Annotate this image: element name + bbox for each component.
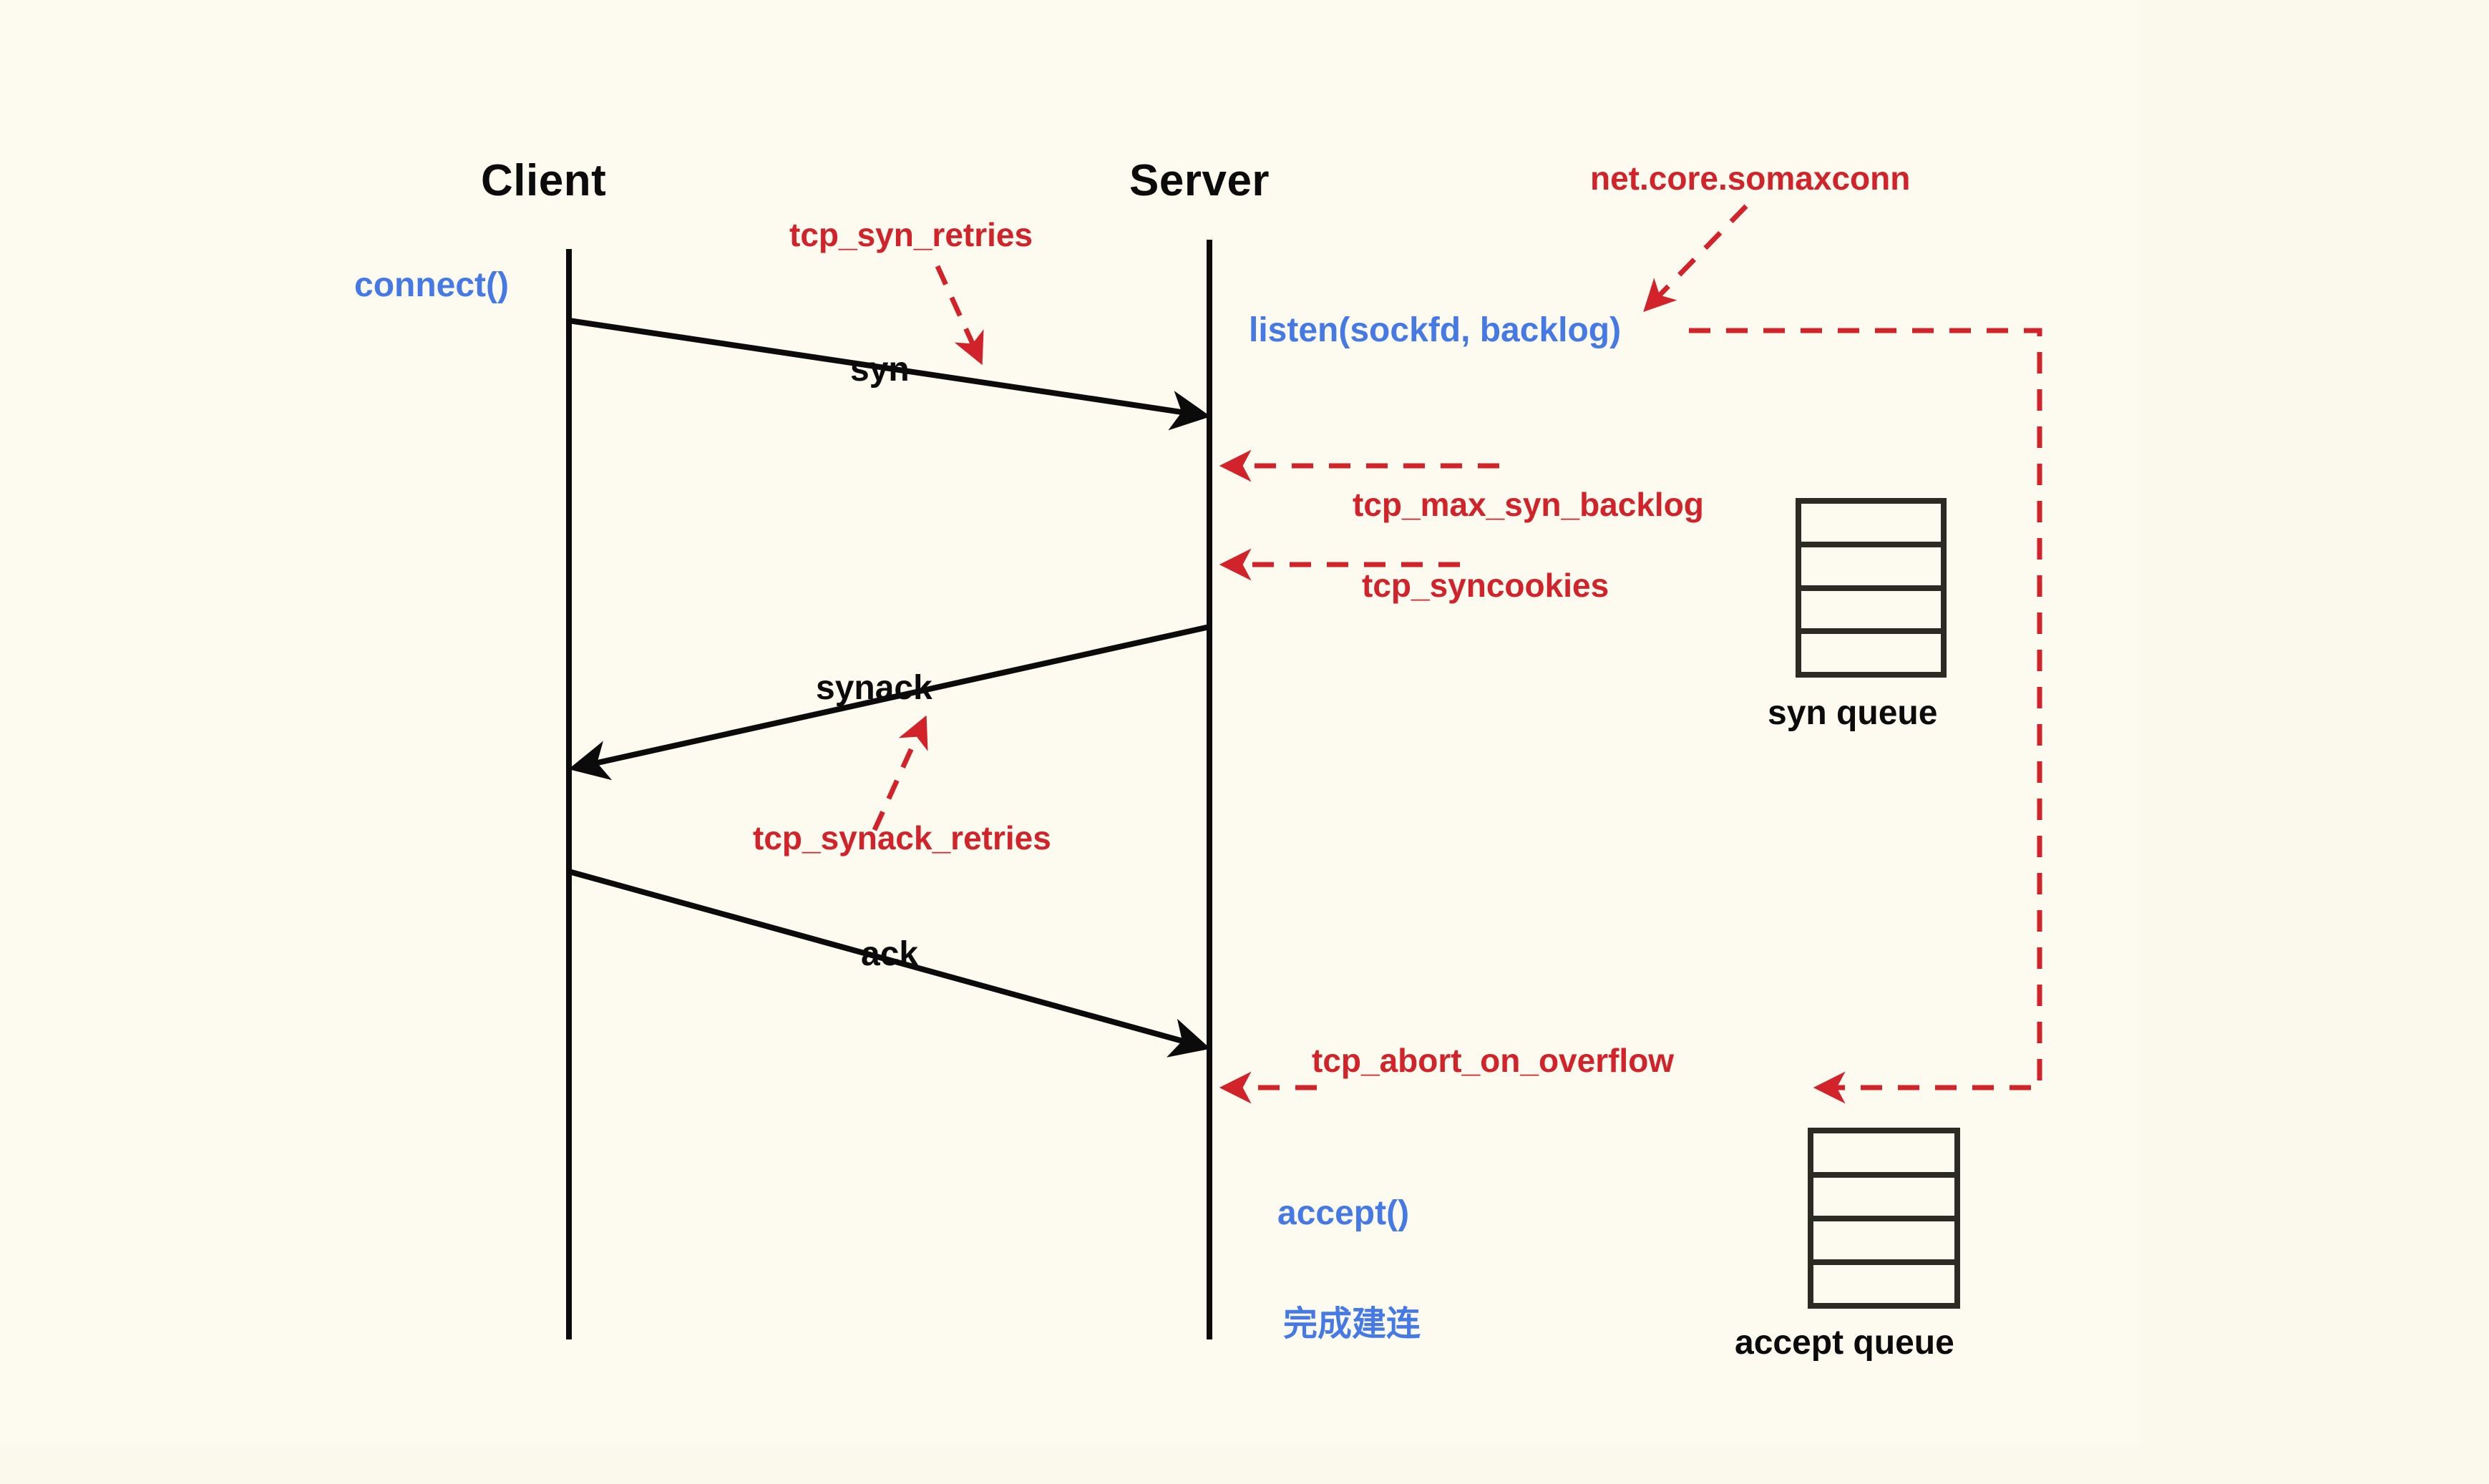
- sysctl-label-tcp-synack-retries: tcp_synack_retries: [753, 819, 1051, 856]
- api-label-accept: accept(): [1277, 1194, 1410, 1232]
- message-label-synack: synack: [816, 669, 932, 707]
- sysctl-label-tcp-abort-on-overflow: tcp_abort_on_overflow: [1312, 1042, 1675, 1079]
- syn-queue-box: [1796, 498, 1947, 678]
- somaxconn-pointer: [1643, 204, 1748, 313]
- accept-queue-box: [1808, 1128, 1960, 1309]
- tcp-synack-retries-pointer: [872, 715, 928, 831]
- syn-arrow: [568, 318, 1211, 431]
- api-label-listen: listen(sockfd, backlog): [1249, 311, 1622, 349]
- sysctl-label-tcp-syn-retries: tcp_syn_retries: [789, 216, 1033, 253]
- queue-label-syn-queue: syn queue: [1768, 694, 1938, 732]
- message-label-ack: ack: [861, 935, 919, 973]
- synack-arrow: [568, 624, 1210, 781]
- tcp-syn-retries-pointer: [935, 265, 984, 366]
- queue-label-accept-queue: accept queue: [1735, 1324, 1954, 1362]
- sysctl-label-tcp-syncookies: tcp_syncookies: [1362, 567, 1609, 604]
- api-label-connection-established: 完成建连: [1283, 1304, 1421, 1344]
- sysctl-label-somaxconn: net.core.somaxconn: [1590, 160, 1911, 197]
- sysctl-label-tcp-max-syn-backlog: tcp_max_syn_backlog: [1353, 486, 1704, 523]
- actor-label-client: Client: [481, 156, 607, 205]
- message-label-syn: syn: [850, 351, 910, 389]
- ack-arrow: [568, 869, 1211, 1058]
- actor-label-server: Server: [1129, 156, 1270, 205]
- diagram-surface: [0, 0, 2140, 1446]
- api-label-connect: connect(): [354, 266, 509, 304]
